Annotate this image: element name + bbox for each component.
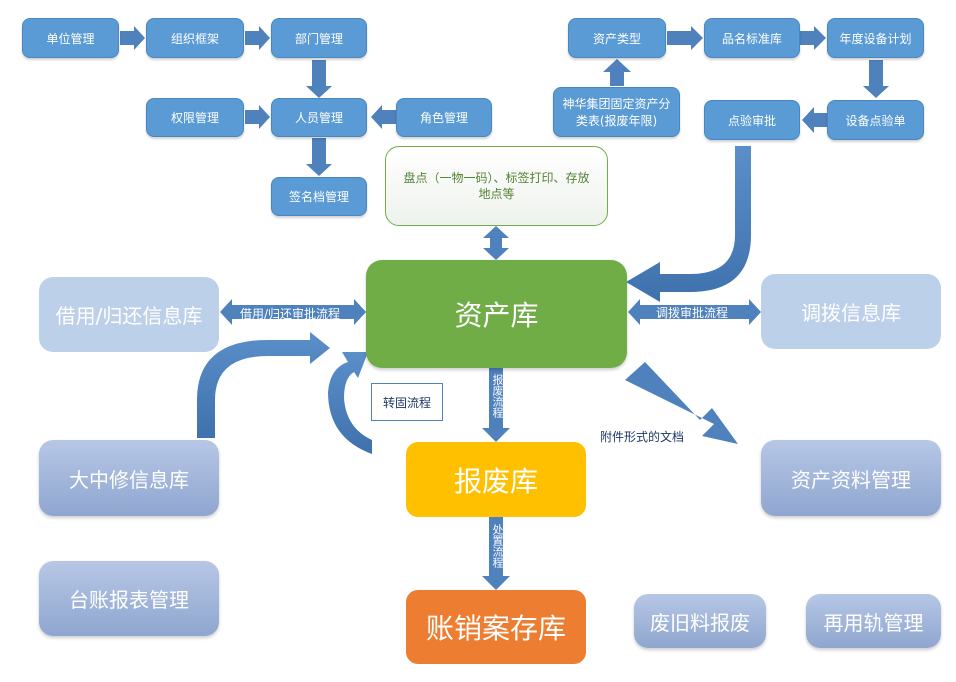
arrow-asset-to-scrap bbox=[482, 368, 510, 442]
borrow-library-box: 借用/归还信息库 bbox=[39, 277, 219, 352]
arrow-approval-to-asset bbox=[626, 146, 751, 302]
arrow-org-to-dept bbox=[245, 26, 270, 50]
arrow-standard-to-plan bbox=[800, 26, 826, 50]
asset-library-box: 资产库 bbox=[366, 260, 627, 368]
arrow-unit-to-org bbox=[120, 26, 145, 50]
arrow-asset-to-docs bbox=[625, 362, 738, 444]
annual-plan-box: 年度设备计划 bbox=[827, 18, 924, 58]
arrow-role-to-personnel bbox=[371, 105, 396, 129]
arrow-note-asset-bidirectional bbox=[483, 226, 509, 260]
permission-mgmt-box: 权限管理 bbox=[146, 98, 244, 137]
arrow-plan-to-list bbox=[863, 60, 889, 98]
personnel-mgmt-box: 人员管理 bbox=[271, 98, 367, 137]
repair-library-box: 大中修信息库 bbox=[39, 440, 219, 516]
reused-rail-box: 再用轨管理 bbox=[806, 594, 941, 648]
borrow-flow-label: 借用/归还审批流程 bbox=[240, 307, 341, 321]
inspection-list-box: 设备点验单 bbox=[827, 100, 924, 140]
arrow-scrap-to-writeoff bbox=[482, 517, 510, 590]
attachment-note-label: 附件形式的文档 bbox=[600, 430, 685, 444]
arrow-permission-to-personnel bbox=[245, 105, 270, 129]
transfer-library-box: 调拨信息库 bbox=[761, 274, 941, 349]
classification-box: 神华集团固定资产分类表(报废年限) bbox=[553, 87, 680, 137]
signature-mgmt-box: 签名档管理 bbox=[271, 177, 367, 216]
scrap-flow-label: 报废流程 bbox=[491, 374, 504, 418]
arrow-repair-to-borrow bbox=[197, 332, 330, 438]
fixed-transfer-box: 转固流程 bbox=[371, 383, 443, 421]
arrow-list-to-approval bbox=[802, 107, 828, 133]
org-frame-box: 组织框架 bbox=[146, 18, 244, 58]
dept-mgmt-box: 部门管理 bbox=[271, 18, 367, 58]
writeoff-library-box: 账销案存库 bbox=[406, 590, 586, 664]
arrow-type-to-standard bbox=[667, 26, 703, 50]
unit-mgmt-box: 单位管理 bbox=[22, 18, 119, 58]
arrow-borrow-bidirectional bbox=[220, 299, 366, 325]
role-mgmt-box: 角色管理 bbox=[396, 98, 492, 137]
product-standard-box: 品名标准库 bbox=[704, 18, 800, 58]
arrow-fixed-transfer-to-asset bbox=[328, 352, 372, 454]
arrow-transfer-bidirectional bbox=[628, 299, 761, 325]
transfer-flow-label: 调拨审批流程 bbox=[656, 306, 729, 320]
asset-docs-box: 资产资料管理 bbox=[761, 440, 941, 516]
scrap-library-box: 报废库 bbox=[406, 442, 586, 517]
arrow-dept-to-personnel bbox=[306, 60, 332, 98]
asset-type-box: 资产类型 bbox=[568, 18, 666, 58]
inspection-approval-box: 点验审批 bbox=[704, 100, 800, 140]
ledger-reports-box: 台账报表管理 bbox=[39, 561, 219, 636]
arrow-personnel-to-signature bbox=[306, 138, 332, 176]
arrow-classification-to-type bbox=[603, 59, 631, 86]
disposal-flow-label: 处置流程 bbox=[491, 524, 504, 568]
inventory-note-box: 盘点（一物一码）、标签打印、存放地点等 bbox=[385, 146, 608, 226]
waste-scrap-box: 废旧料报废 bbox=[634, 594, 766, 648]
